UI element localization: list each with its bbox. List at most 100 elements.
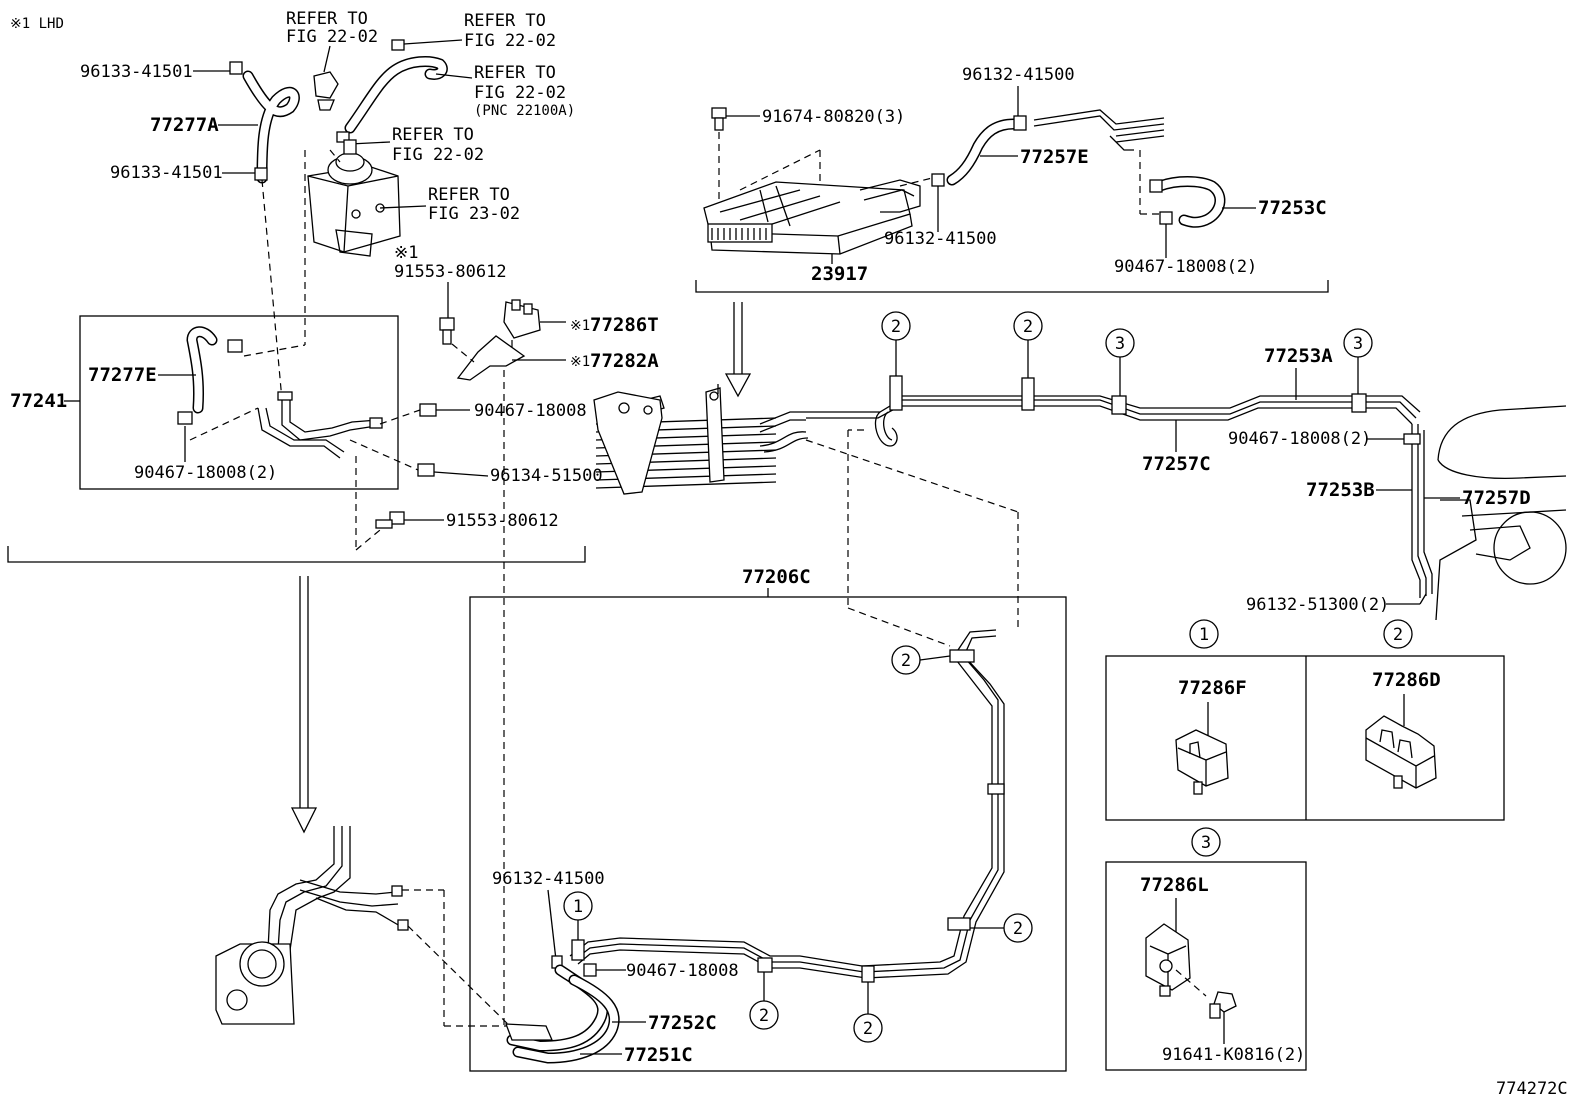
callout-circle-1: 1 (563, 891, 593, 921)
clip-icon (987, 783, 1005, 795)
clip-icon (947, 917, 971, 931)
clamp-icon (583, 963, 597, 977)
clamp-icon (419, 403, 437, 417)
clamp-icon (1149, 179, 1163, 193)
callout-circle-2: 2 (1013, 311, 1043, 341)
pipe-assembly-77241 (257, 391, 383, 459)
clip-icon (1021, 377, 1035, 411)
svg-text:1: 1 (573, 897, 583, 917)
clip-77286t (503, 299, 541, 339)
engine-pipe-assembly (215, 826, 409, 1025)
svg-text:2: 2 (759, 1006, 769, 1026)
refer-to-2-fig: FIG 22-02 (464, 31, 556, 51)
box-77241 (79, 315, 399, 490)
svg-text:2: 2 (1013, 919, 1023, 939)
refer-to-2: REFER TO (464, 11, 546, 31)
label-77257e: 77257E (1020, 146, 1089, 168)
label-77253b: 77253B (1306, 479, 1375, 501)
clip-icon (949, 649, 975, 663)
clip-icon (1351, 393, 1367, 413)
label-90467-18008-2-left: 90467-18008(2) (134, 463, 277, 483)
label-96134-51500: 96134-51500 (490, 466, 603, 486)
clamp-icon (1159, 211, 1173, 225)
clamp-icon (227, 339, 243, 353)
svg-text:3: 3 (1201, 833, 1211, 853)
bolt-icon (1209, 991, 1237, 1019)
label-96132-41500-middle: 96132-41500 (884, 229, 997, 249)
vehicle-frame-outline (1435, 405, 1567, 621)
callout-circle-2: 2 (1003, 913, 1033, 943)
label-77257c: 77257C (1142, 453, 1211, 475)
clip-icon (889, 375, 903, 411)
label-96133-41501-top: 96133-41501 (80, 62, 193, 82)
callout-circle-3: 3 (1105, 328, 1135, 358)
clip-icon (1111, 395, 1127, 415)
box-77206c (469, 596, 1067, 1072)
clamp-icon (254, 167, 268, 181)
svg-text:2: 2 (863, 1019, 873, 1039)
clip-77286f (1175, 729, 1229, 795)
label-23917: 23917 (811, 263, 868, 285)
svg-text:2: 2 (891, 317, 901, 337)
refer-to-1-fig: FIG 22-02 (286, 27, 378, 47)
label-77277e: 77277E (88, 364, 157, 386)
callout-circle-2: 2 (853, 1013, 883, 1043)
label-77286d: 77286D (1372, 669, 1441, 691)
label-77253c: 77253C (1258, 197, 1327, 219)
pipe-assembly-77206c (569, 629, 1005, 979)
label-96132-51300-2: 96132-51300(2) (1246, 595, 1389, 615)
label-77282a: 77282A (590, 350, 659, 372)
refer-to-4-fig: FIG 22-02 (392, 145, 484, 165)
label-91641-k0816-2: 91641-K0816(2) (1162, 1045, 1305, 1065)
callout-circle-2: 2 (881, 311, 911, 341)
lhd-note: ※1 LHD (10, 16, 64, 32)
clamp-icon (1013, 115, 1027, 131)
label-77277a: 77277A (150, 114, 219, 136)
svg-text:3: 3 (1115, 334, 1125, 354)
clip-77286d (1365, 715, 1437, 789)
hose-77277a-group (229, 61, 300, 184)
box-clip-3 (1105, 861, 1307, 1071)
label-77252c: 77252C (648, 1012, 717, 1034)
reservoir-pump-icon (307, 139, 401, 257)
down-arrow-icon (290, 576, 318, 834)
hose-77257e (946, 115, 1027, 186)
clip-icon (861, 965, 875, 983)
oil-cooler-23917 (703, 179, 921, 255)
svg-text:2: 2 (901, 651, 911, 671)
label-90467-18008: 90467-18008 (474, 401, 587, 421)
callout-circle-2: 2 (891, 645, 921, 675)
refer-to-3: REFER TO (474, 63, 556, 83)
label-90467-18008-bottom: 90467-18008 (626, 961, 739, 981)
pipe-77257e-ends (1033, 109, 1165, 151)
down-arrow-icon (724, 302, 752, 398)
oil-cooler-main (593, 387, 809, 495)
clamp-icon (336, 131, 350, 143)
label-91553-80612-bottom: 91553-80612 (446, 511, 559, 531)
refer-to-4: REFER TO (392, 125, 474, 145)
bolt-icon (711, 107, 727, 131)
hose-77253c (1149, 176, 1226, 228)
label-77251c: 77251C (624, 1044, 693, 1066)
diagram-id: 774272C (1496, 1079, 1568, 1099)
clamp-icon (177, 411, 193, 425)
pnc-note: (PNC 22100A) (474, 103, 575, 119)
callout-circle-3: 3 (1191, 827, 1221, 857)
refer-to-3-fig: FIG 22-02 (474, 83, 566, 103)
bracket-77282a (456, 335, 526, 381)
callout-circle-2: 2 (749, 1000, 779, 1030)
refer-to-5: REFER TO (428, 185, 510, 205)
label-96133-41501-bottom: 96133-41501 (110, 163, 223, 183)
callout-circle-2: 2 (1383, 619, 1413, 649)
label-91674-80820-3: 91674-80820(3) (762, 107, 905, 127)
callout-circle-3: 3 (1343, 328, 1373, 358)
bracket-clip-icon (313, 71, 339, 111)
callout-circle-1: 1 (1189, 619, 1219, 649)
hose-77277e (177, 326, 243, 425)
clamp-icon (1403, 433, 1421, 445)
label-96132-41500-bottom: 96132-41500 (492, 869, 605, 889)
refer-to-1: REFER TO (286, 9, 368, 29)
label-77286t: 77286T (590, 314, 659, 336)
label-77253a: 77253A (1264, 345, 1333, 367)
